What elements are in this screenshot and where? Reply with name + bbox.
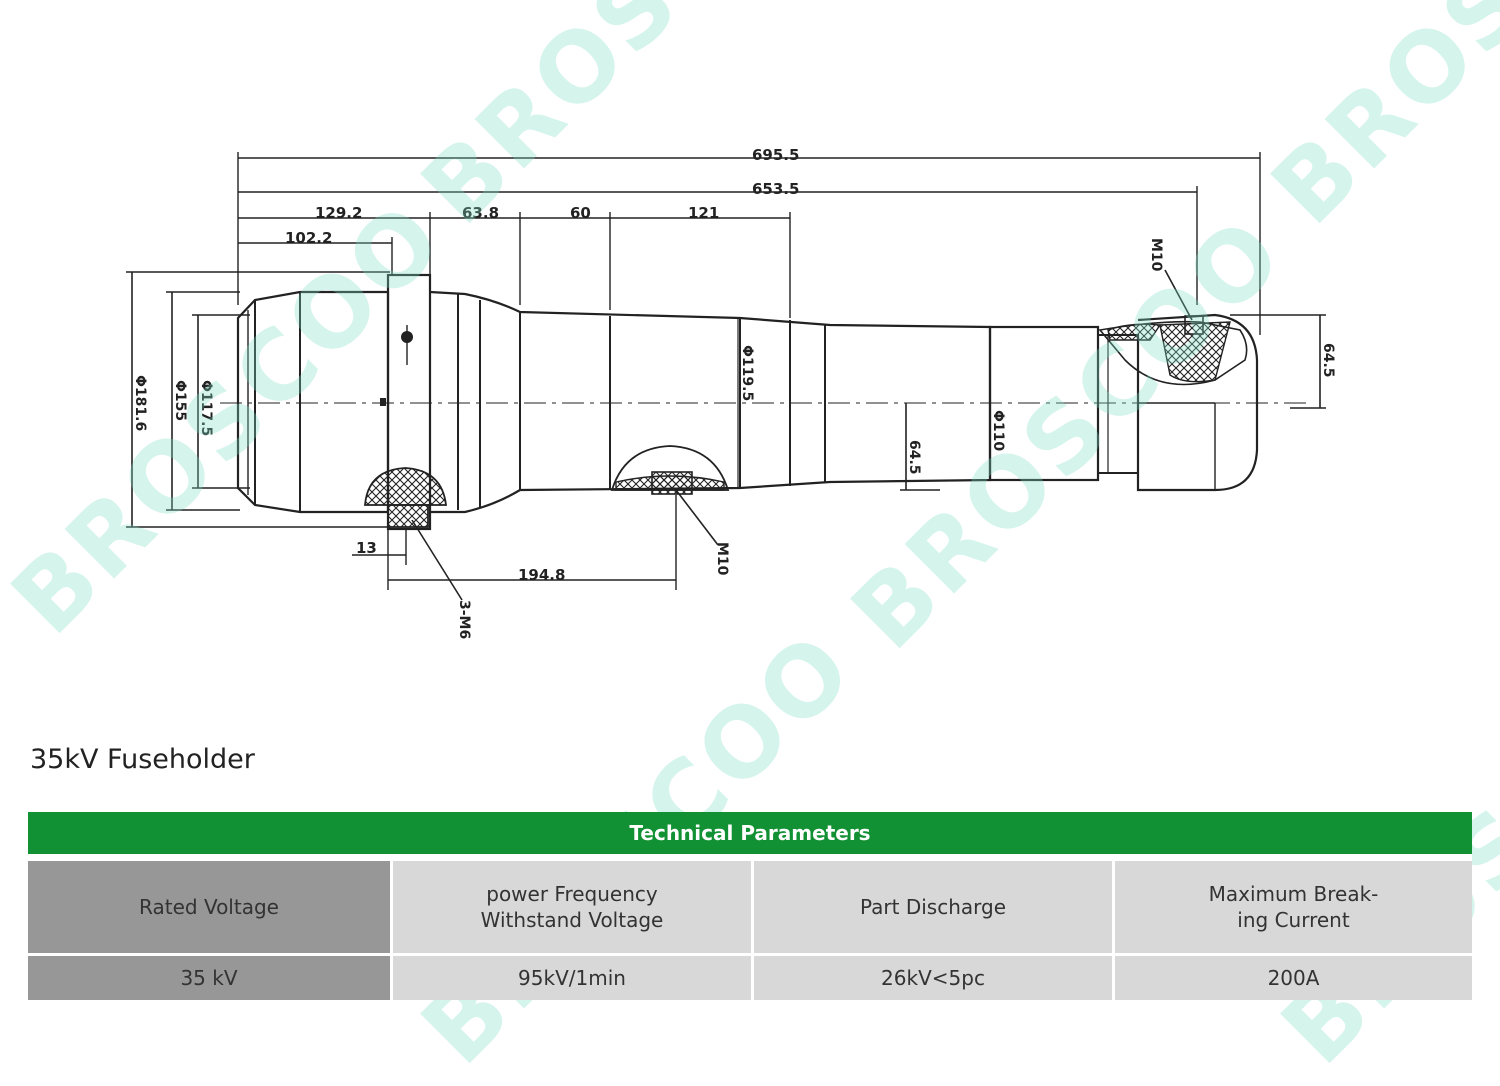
value-rated-voltage: 35 kV [28,956,390,1000]
dim-194: 194.8 [518,566,565,584]
dim-181: Φ181.6 [132,375,148,431]
dim-121: 121 [688,204,719,222]
value-power-frequency: 95kV/1min [390,956,751,1000]
dim-117: Φ117.5 [198,380,214,436]
dim-60: 60 [570,204,591,222]
product-title: 35kV Fuseholder [30,744,255,775]
header-rated-voltage-text: Rated Voltage [139,895,279,919]
header-part-discharge-text: Part Discharge [859,895,1006,919]
dim-119: Φ119.5 [739,345,755,401]
header-power-frequency-line1: power Frequency [486,882,658,906]
dim-13: 13 [356,539,377,557]
holes-3m6: 3-M6 [456,600,472,639]
thread-m10-bottom: M10 [714,542,730,576]
technical-parameters-table: Technical Parameters Rated Voltage power… [28,812,1472,1000]
value-max-breaking-current: 200A [1112,956,1472,1000]
dim-129: 129.2 [315,204,362,222]
dim-63: 63.8 [462,204,499,222]
dim-64-right: 64.5 [1320,343,1336,378]
dim-653: 653.5 [752,180,799,198]
dim-155: Φ155 [172,380,188,421]
header-rated-voltage: Rated Voltage [28,861,390,956]
value-part-discharge: 26kV<5pc [751,956,1112,1000]
table-banner: Technical Parameters [28,812,1472,861]
dim-64-mid: 64.5 [906,440,922,475]
thread-m10-top: M10 [1148,238,1164,272]
header-max-breaking-current: Maximum Break- ing Current [1112,861,1472,956]
header-max-breaking-line1: Maximum Break- [1208,882,1379,906]
header-power-frequency: power Frequency Withstand Voltage [390,861,751,956]
header-part-discharge: Part Discharge [751,861,1112,956]
dim-102: 102.2 [285,229,332,247]
fuseholder-drawing: 695.5 653.5 129.2 63.8 60 121 102.2 Φ181… [126,146,1336,639]
header-max-breaking-line2: ing Current [1237,908,1350,932]
header-power-frequency-line2: Withstand Voltage [480,908,664,932]
dim-110: Φ110 [990,410,1006,451]
dim-695: 695.5 [752,146,799,164]
